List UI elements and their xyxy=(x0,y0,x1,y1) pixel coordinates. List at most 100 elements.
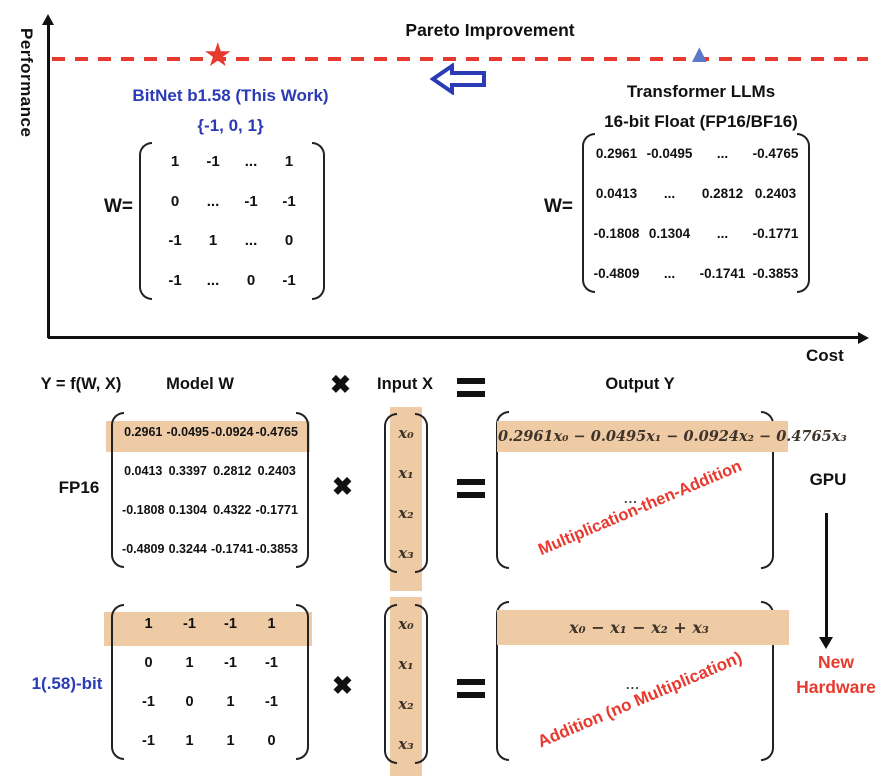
vector-cell: x₃ xyxy=(398,735,414,753)
matrix-cell: -1 xyxy=(206,153,220,171)
vector-cell: x₁ xyxy=(398,655,414,673)
matrix-cell: 1 xyxy=(267,615,276,632)
fp16-output-matrix xyxy=(496,411,774,569)
times-icon: ✖ xyxy=(330,371,351,399)
matrix-cell: 0 xyxy=(144,654,153,671)
matrix-cell: -1 xyxy=(168,232,182,250)
matrix-cell: 0.2812 xyxy=(213,463,252,478)
matrix-cell: -0.0495 xyxy=(646,145,693,161)
down-arrow-icon xyxy=(819,637,833,649)
times-icon: ✖ xyxy=(332,473,353,501)
matrix-cell: 1 xyxy=(226,693,235,710)
output-y-label: Output Y xyxy=(605,375,675,393)
matrix-cell: ... xyxy=(663,185,676,201)
matrix-cell: -1 xyxy=(224,654,237,671)
matrix-cell: ... xyxy=(206,271,220,289)
matrix-cell: 1 xyxy=(170,153,180,171)
transformer-triangle-icon: ▲ xyxy=(687,40,712,68)
vector-cell: x₃ xyxy=(398,544,414,562)
matrix-cell: -1 xyxy=(224,615,237,632)
vector-cell: x₂ xyxy=(398,504,414,522)
matrix-cell: 0.3244 xyxy=(168,541,207,556)
matrix-cell: -0.3853 xyxy=(752,265,799,281)
matrix-cell: 0.0413 xyxy=(595,185,638,201)
y-axis-arrow-icon xyxy=(42,14,54,25)
matrix-cell: 1 xyxy=(185,732,194,749)
vector-bracket-right xyxy=(415,413,428,573)
matrix-cell: -0.4765 xyxy=(752,145,799,161)
vector-cell: x₀ xyxy=(398,615,414,633)
x-axis-label: Cost xyxy=(806,346,844,365)
formula-label: Y = f(W, X) xyxy=(40,375,122,393)
matrix-cell: -1 xyxy=(265,654,278,671)
bitnet-output-row-highlight xyxy=(497,610,789,645)
model-w-label: Model W xyxy=(166,375,234,393)
matrix-cell: -0.0924 xyxy=(211,424,254,439)
matrix-bracket-right xyxy=(312,142,325,300)
bitnet-output-equation: x₀ − x₁ − x₂ + x₃ xyxy=(569,618,709,637)
matrix-cell: 0 xyxy=(267,732,276,749)
equals-icon xyxy=(457,479,485,498)
matrix-cell: 1 xyxy=(208,232,218,250)
matrix-cell: 0 xyxy=(246,271,256,289)
matrix-bracket-left xyxy=(582,133,595,293)
matrix-cell: 0.2961 xyxy=(595,145,638,161)
bitnet-title: BitNet b1.58 (This Work) xyxy=(132,86,329,105)
left-block-arrow-icon xyxy=(430,63,486,95)
matrix-cell: 0.1304 xyxy=(648,225,691,241)
matrix-cell: ... xyxy=(244,232,258,250)
equals-icon xyxy=(457,378,485,397)
matrix-cell: -1 xyxy=(142,693,155,710)
transformer-title: Transformer LLMs xyxy=(626,82,776,101)
vector-cell: x₂ xyxy=(398,695,414,713)
matrix-cell: -0.1741 xyxy=(699,265,746,281)
fp16-output-row-highlight xyxy=(497,421,788,452)
vector-bracket-left xyxy=(384,413,397,573)
input-vector-highlight xyxy=(390,597,422,776)
bitnet-output-ellipsis: ... xyxy=(626,677,640,692)
fp16-output-equation: 0.2961x₀ − 0.0495x₁ − 0.0924x₂ − 0.4765x… xyxy=(498,428,847,445)
input-x-label: Input X xyxy=(377,375,433,393)
fp16-matrix-row-highlight xyxy=(106,421,310,452)
matrix-cell: 1 xyxy=(284,153,294,171)
matrix-cell: -0.1771 xyxy=(255,502,298,517)
bitnet-star-icon: ★ xyxy=(203,36,233,73)
times-icon: ✖ xyxy=(332,672,353,700)
matrix-cell: -1 xyxy=(282,192,296,210)
matrix-cell: -1 xyxy=(142,732,155,749)
bitnet-w-label: W= xyxy=(104,196,134,217)
matrix-cell: ... xyxy=(716,225,729,241)
new-hardware-label: New Hardware xyxy=(796,652,876,698)
transformer-subtitle: 16-bit Float (FP16/BF16) xyxy=(604,112,798,131)
matrix-cell: 0 xyxy=(170,192,180,210)
pareto-improvement-label: Pareto Improvement xyxy=(405,20,575,40)
matrix-cell: -0.1808 xyxy=(593,225,640,241)
gpu-label: GPU xyxy=(809,470,847,489)
matrix-bracket-left xyxy=(111,412,124,568)
transformer-weight-matrix: 0.2961 -0.0495... -0.4765 0.0413... 0.2812 0.… xyxy=(582,133,810,293)
matrix-cell: 0.4322 xyxy=(213,502,252,517)
matrix-cell: -0.3853 xyxy=(255,541,298,556)
fp16-row-label: FP16 xyxy=(58,478,100,497)
matrix-cell: 0.2812 xyxy=(701,185,744,201)
bitnet-value-set: {-1, 0, 1} xyxy=(197,116,264,135)
x-axis-arrow-icon xyxy=(858,332,869,344)
matrix-cell: 0 xyxy=(185,693,194,710)
matrix-bracket-right xyxy=(296,412,309,568)
matrix-cell: -0.1771 xyxy=(752,225,799,241)
matrix-cell: -0.4765 xyxy=(255,424,298,439)
gpu-to-hardware-arrow-line xyxy=(825,513,828,639)
matrix-cell: -0.1808 xyxy=(122,502,165,517)
bitnet-input-vector: x₀ x₁ x₂ x₃ xyxy=(384,604,428,764)
pareto-dashed-line xyxy=(52,57,868,61)
bitnet-output-matrix xyxy=(496,601,774,761)
matrix-cell: 1 xyxy=(144,615,153,632)
matrix-cell: 0.1304 xyxy=(168,502,207,517)
transformer-w-label: W= xyxy=(544,196,574,217)
matrix-cell: 0.2403 xyxy=(257,463,296,478)
x-axis-line xyxy=(48,336,862,339)
matrix-cell: -0.0495 xyxy=(166,424,209,439)
